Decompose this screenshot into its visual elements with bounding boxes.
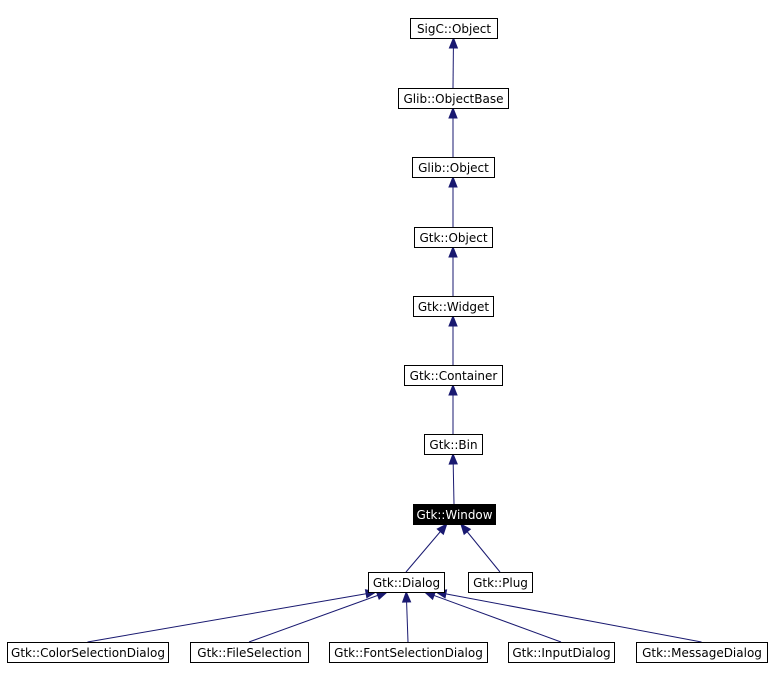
arrowhead-widget-to-gtk-object [448,245,458,258]
node-window: Gtk::Window [413,504,496,525]
node-plug[interactable]: Gtk::Plug [468,572,533,593]
node-box-glib-object [412,157,495,178]
node-label-glib-object: Glib::Object [418,161,489,175]
node-messagedialog[interactable]: Gtk::MessageDialog [636,642,768,663]
node-box-dialog [368,572,445,593]
node-box-messagedialog [636,642,768,663]
node-glib-object[interactable]: Glib::Object [412,157,495,178]
node-label-dialog: Gtk::Dialog [373,576,440,590]
node-label-messagedialog: Gtk::MessageDialog [642,646,762,660]
edge-dialog-to-window [405,531,441,573]
node-label-window: Gtk::Window [417,508,493,522]
node-box-colorselectiondialog [7,642,169,663]
node-colorselectiondialog[interactable]: Gtk::ColorSelectionDialog [7,642,169,663]
edge-fileselection-to-dialog [248,594,378,643]
node-label-container: Gtk::Container [410,369,498,383]
node-label-fontselectiondialog: Gtk::FontSelectionDialog [334,646,483,660]
node-dialog[interactable]: Gtk::Dialog [368,572,445,593]
edge-inputdialog-to-dialog [433,594,562,643]
edge-colorselectiondialog-to-dialog [87,593,367,643]
node-label-colorselectiondialog: Gtk::ColorSelectionDialog [11,646,165,660]
node-box-container [404,365,503,386]
arrowhead-gtk-object-to-glib-object [448,175,458,188]
node-label-bin: Gtk::Bin [429,438,477,452]
node-box-glib-objectbase [398,88,509,109]
node-label-widget: Gtk::Widget [418,300,490,314]
node-widget[interactable]: Gtk::Widget [413,296,494,317]
node-label-plug: Gtk::Plug [473,576,528,590]
edges-layer [87,36,702,643]
node-label-inputdialog: Gtk::InputDialog [512,646,610,660]
edge-window-to-bin [452,463,455,505]
node-label-sigc-object: SigC::Object [417,22,491,36]
arrowhead-glib-object-to-glib-objectbase [448,106,458,119]
arrowhead-fontselectiondialog-to-dialog [401,590,412,603]
node-inputdialog[interactable]: Gtk::InputDialog [508,642,615,663]
node-box-gtk-object [414,227,493,248]
node-label-glib-objectbase: Glib::ObjectBase [404,92,504,106]
node-box-fontselectiondialog [329,642,488,663]
node-box-widget [413,296,494,317]
node-gtk-object[interactable]: Gtk::Object [414,227,493,248]
node-fontselectiondialog[interactable]: Gtk::FontSelectionDialog [329,642,488,663]
arrowhead-plug-to-window [460,522,472,536]
arrowhead-glib-objectbase-to-sigc-object [448,36,459,49]
node-label-fileselection: Gtk::FileSelection [197,646,301,660]
edge-plug-to-window [466,531,501,573]
node-box-sigc-object [410,18,498,39]
edge-messagedialog-to-dialog [445,593,702,643]
arrowhead-window-to-bin [448,452,458,465]
node-box-bin [424,434,483,455]
node-box-plug [468,572,533,593]
nodes-layer: SigC::Object Glib::ObjectBase Glib::Obje… [7,18,768,663]
node-box-window [413,504,496,525]
arrowhead-dialog-to-window [436,522,448,536]
node-sigc-object[interactable]: SigC::Object [410,18,498,39]
node-fileselection[interactable]: Gtk::FileSelection [190,642,309,663]
node-label-gtk-object: Gtk::Object [419,231,487,245]
node-box-inputdialog [508,642,615,663]
arrowhead-bin-to-container [448,383,458,396]
arrowhead-container-to-widget [448,314,458,327]
node-glib-objectbase[interactable]: Glib::ObjectBase [398,88,509,109]
node-box-fileselection [190,642,309,663]
node-container[interactable]: Gtk::Container [404,365,503,386]
edge-fontselectiondialog-to-dialog [406,601,409,643]
node-bin[interactable]: Gtk::Bin [424,434,483,455]
